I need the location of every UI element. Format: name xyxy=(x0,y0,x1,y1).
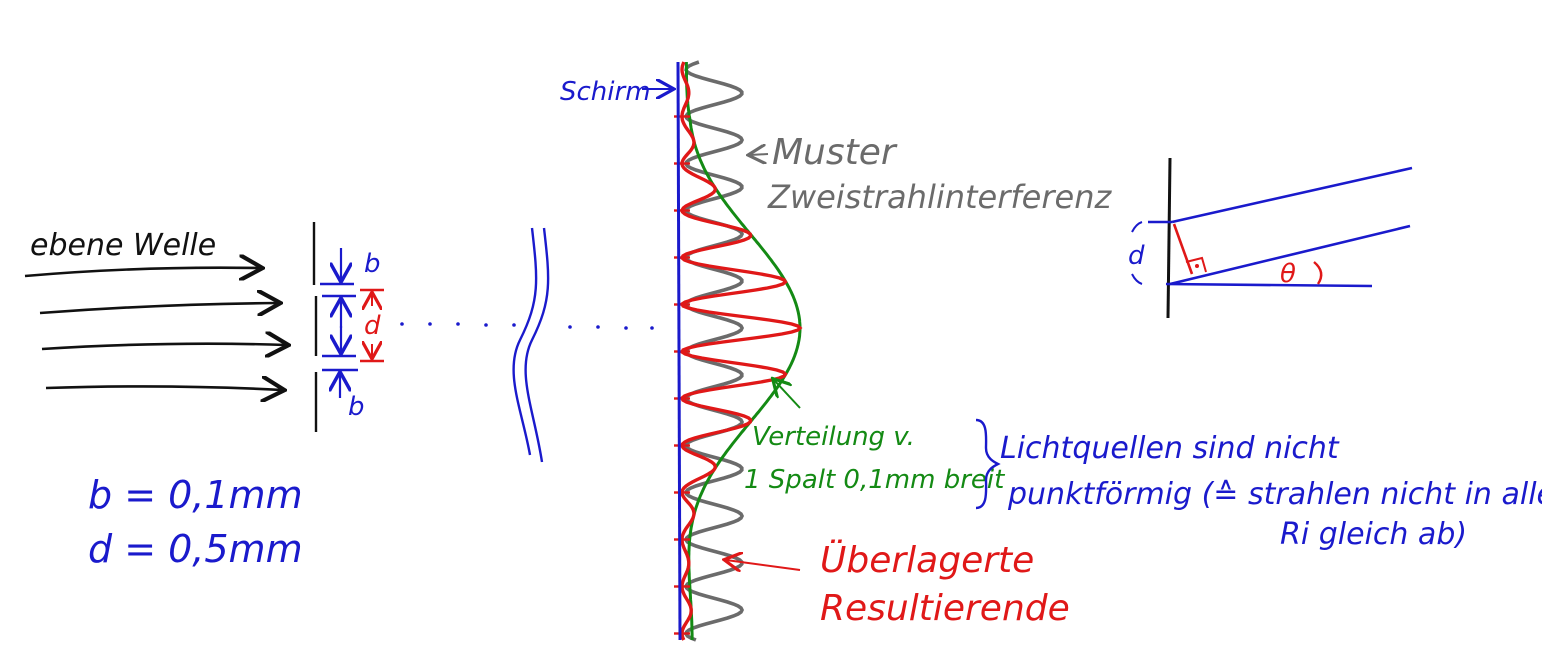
slit-distance-mark: d xyxy=(364,311,381,341)
geometry-theta-label: θ xyxy=(1280,259,1296,289)
double-slit: b b d xyxy=(312,222,654,432)
wave-arrow-1 xyxy=(24,268,260,276)
superposed-arrow xyxy=(726,560,801,570)
wave-arrow-3 xyxy=(41,344,286,349)
fringe-ticks xyxy=(674,115,690,635)
perpendicular-line xyxy=(1172,223,1194,275)
ray-axis xyxy=(1165,282,1373,288)
ray-top xyxy=(1171,166,1413,224)
ray-bottom xyxy=(1169,224,1411,286)
angle-arc xyxy=(1313,261,1323,285)
superposed-label-line2: Resultierende xyxy=(820,588,1070,629)
slit-distance-value: d = 0,5mm xyxy=(88,527,303,571)
two-beam-pattern-curve xyxy=(684,60,745,642)
screen-line xyxy=(676,61,682,641)
envelope-arrow xyxy=(774,380,801,409)
note-line1: Lichtquellen sind nicht xyxy=(1000,431,1340,466)
path-difference-sketch: d θ xyxy=(1128,157,1413,319)
wave-arrow-2 xyxy=(39,303,278,313)
brace-icon xyxy=(975,418,1001,510)
d-bracket-bottom xyxy=(1131,273,1143,285)
screen-label: Schirm xyxy=(560,77,651,107)
pattern-arrow xyxy=(750,154,769,155)
distance-break xyxy=(512,227,550,463)
slit-width-mark-bottom: b xyxy=(348,392,365,422)
wave-arrow-4 xyxy=(45,386,282,390)
note-line2: punktförmig (≙ strahlen nicht in alle xyxy=(1007,477,1542,512)
dotted-path xyxy=(400,322,654,330)
slit-width-value: b = 0,1mm xyxy=(88,473,303,517)
pattern-label-line1: Muster xyxy=(772,132,898,173)
pattern-label-line2: Zweistrahlinterferenz xyxy=(767,178,1112,216)
geometry-screen-line xyxy=(1166,157,1172,319)
envelope-label-line1: Verteilung v. xyxy=(752,422,915,452)
d-bracket-top xyxy=(1131,221,1143,233)
right-angle-icon xyxy=(1185,256,1207,273)
right-angle-dot xyxy=(1195,264,1199,268)
superposed-label-line1: Überlagerte xyxy=(820,539,1034,581)
geometry-d-label: d xyxy=(1128,241,1145,271)
incident-wave: ebene Welle xyxy=(24,228,286,390)
incident-wave-label: ebene Welle xyxy=(30,228,216,263)
screen-and-pattern xyxy=(674,60,803,642)
note-line3: Ri gleich ab) xyxy=(1280,517,1467,552)
slit-width-mark-top: b xyxy=(364,249,381,279)
envelope-label-line2: 1 Spalt 0,1mm breit xyxy=(744,465,1005,495)
single-slit-envelope-curve xyxy=(684,62,802,640)
